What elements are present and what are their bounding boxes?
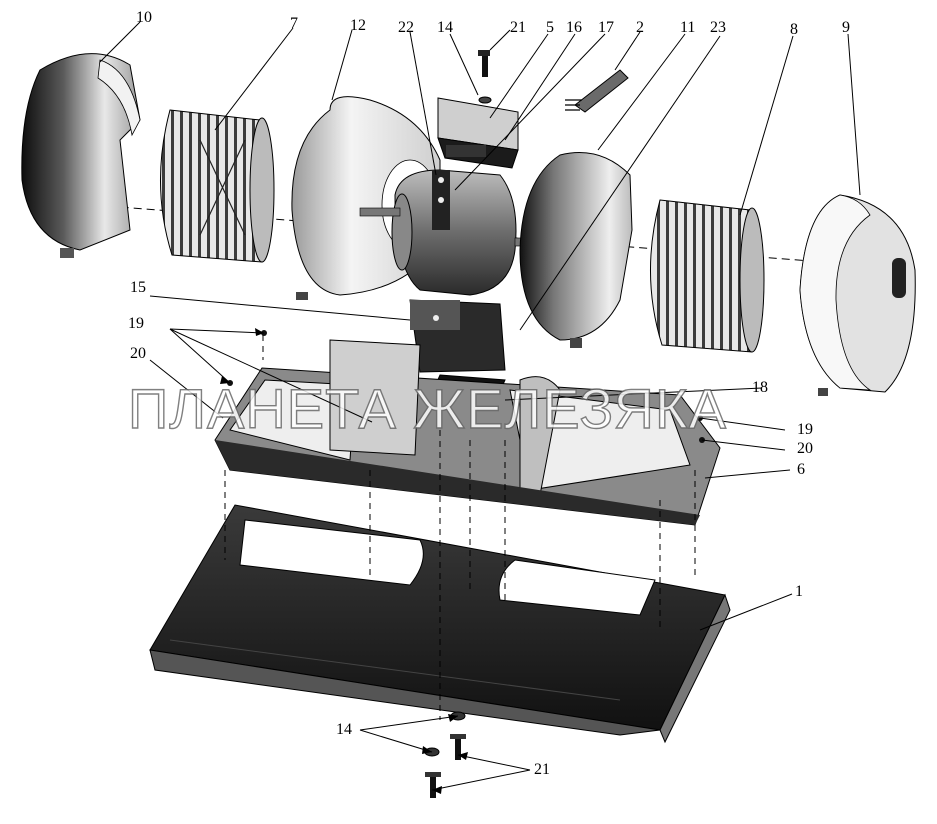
top-screw	[478, 50, 492, 104]
callout-16: 16	[566, 19, 582, 36]
blower-motor	[359, 169, 586, 296]
right-end-cap	[799, 194, 916, 396]
callout-9: 9	[842, 19, 850, 36]
callout-15: 15	[130, 279, 146, 296]
top-clamp	[437, 97, 519, 169]
callout-labels: 10 7 12 22 14 21 5 16 17 2 11 23 8 9 15 …	[128, 9, 850, 778]
right-volute-housing	[519, 152, 633, 348]
callout-18: 18	[752, 379, 768, 396]
callout-14: 14	[437, 19, 453, 36]
callout-11: 11	[680, 19, 695, 36]
callout-5: 5	[546, 19, 554, 36]
callout-22: 22	[398, 19, 414, 36]
left-end-shroud	[21, 53, 141, 258]
callout-20-left: 20	[130, 345, 146, 362]
right-impeller	[649, 199, 765, 353]
lower-clamp	[409, 299, 506, 373]
callout-23: 23	[710, 19, 726, 36]
callout-8: 8	[790, 21, 798, 38]
callout-6: 6	[797, 461, 805, 478]
callout-21: 21	[510, 19, 526, 36]
callout-17: 17	[598, 19, 614, 36]
callout-2: 2	[636, 19, 644, 36]
assembly-guide-lines	[224, 335, 696, 720]
watermark: ПЛАНЕТА ЖЕЛЕЗЯКА	[128, 377, 727, 440]
leader-arrowheads	[220, 328, 468, 794]
terminal-connector	[565, 69, 629, 113]
callout-1: 1	[795, 583, 803, 600]
callout-20-right: 20	[797, 440, 813, 457]
callout-7: 7	[290, 15, 298, 32]
callout-19-left: 19	[128, 315, 144, 332]
callout-19-right: 19	[797, 421, 813, 438]
base-plate	[149, 504, 731, 744]
callout-12: 12	[350, 17, 366, 34]
callout-10: 10	[136, 9, 152, 26]
callout-21-bottom: 21	[534, 761, 550, 778]
left-impeller	[159, 109, 275, 263]
leader-lines	[99, 21, 861, 791]
callout-14-bottom: 14	[336, 721, 352, 738]
